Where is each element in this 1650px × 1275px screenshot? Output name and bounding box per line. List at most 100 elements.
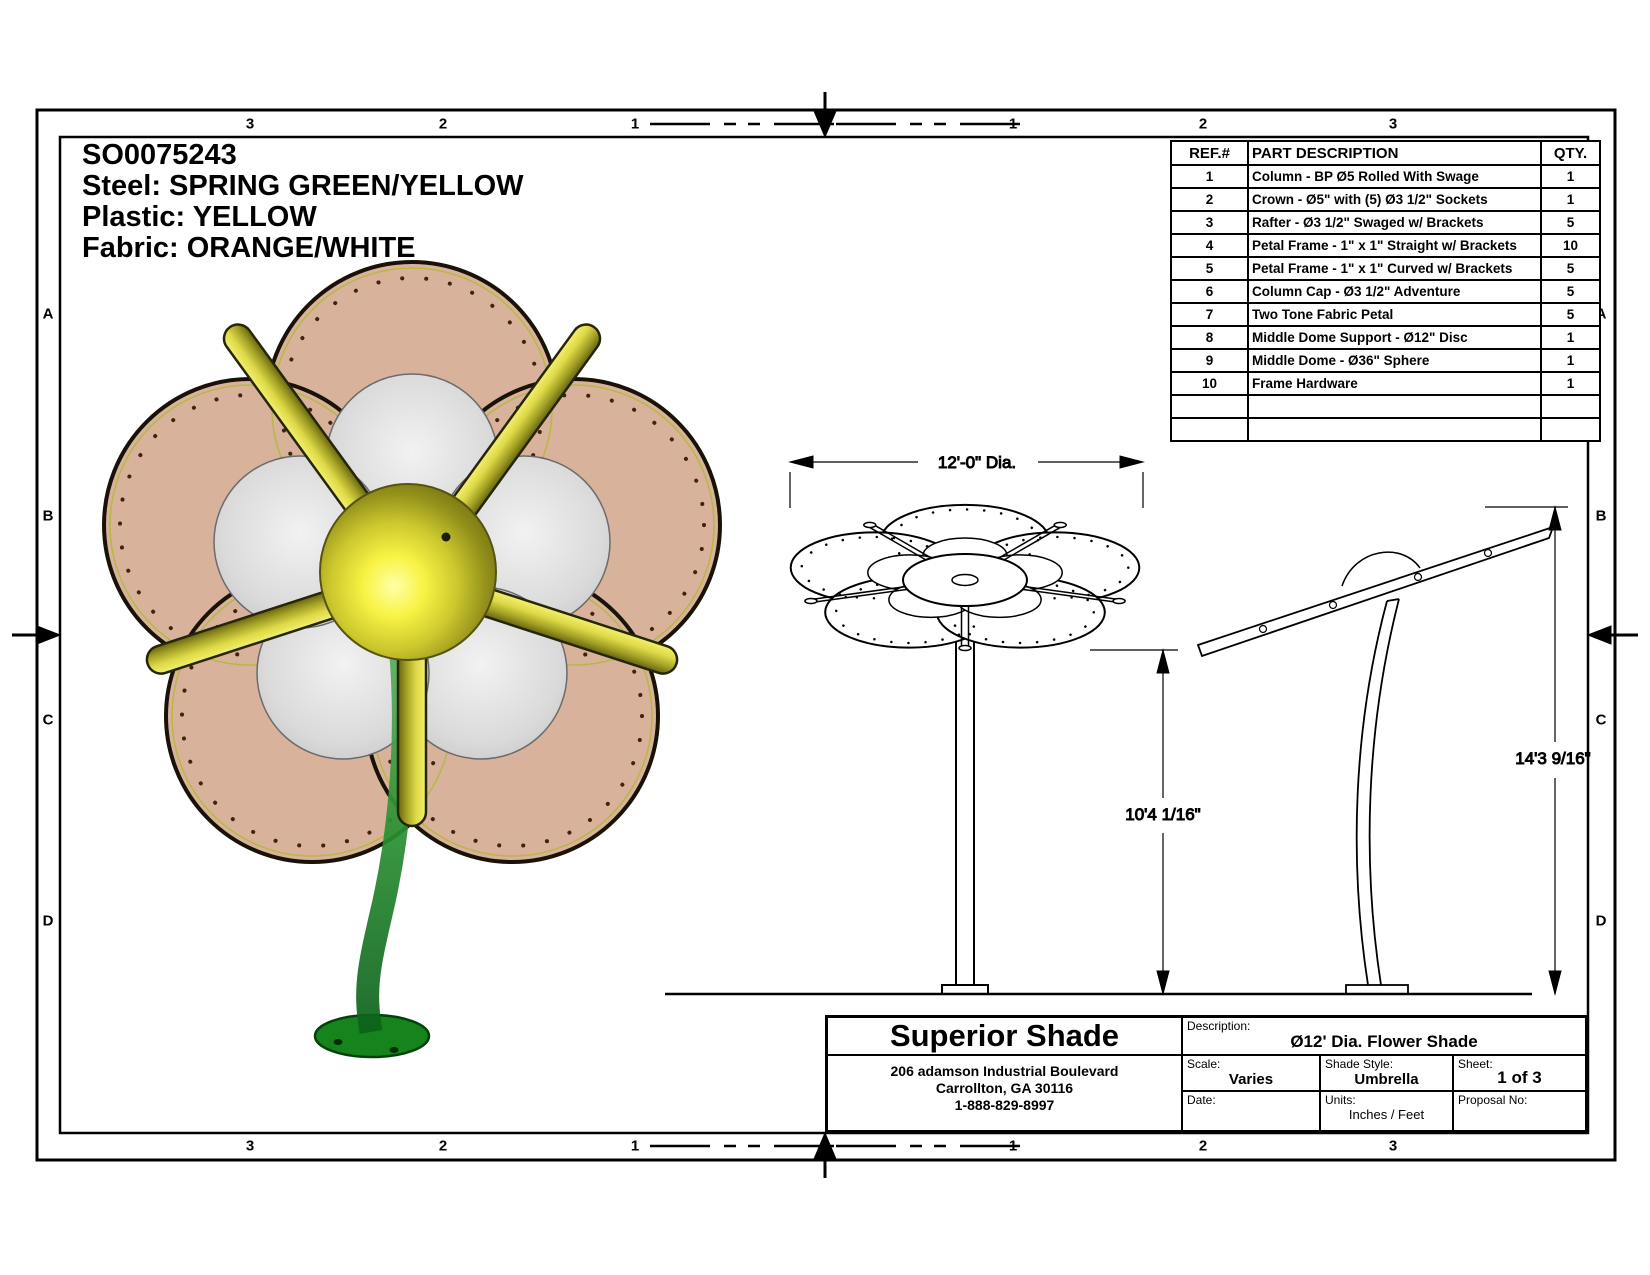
cell-ref: 9 <box>1170 348 1249 373</box>
cell-qty: 1 <box>1540 164 1601 189</box>
address-line2: Carrollton, GA 30116 <box>935 1080 1074 1096</box>
shade-style-value: Umbrella <box>1354 1071 1419 1088</box>
cell-qty: 1 <box>1540 325 1601 350</box>
parts-table-header: REF.# PART DESCRIPTION QTY. <box>1170 140 1601 166</box>
center-marks <box>12 92 1638 1178</box>
zone-row-right-d: D <box>1595 912 1607 930</box>
zone-col-bottom-1r: 1 <box>1008 1137 1018 1155</box>
description-label: Description: <box>1187 1019 1251 1033</box>
sheet-cell: Sheet: 1 of 3 <box>1453 1055 1586 1091</box>
address-line1: 206 adamson Industrial Boulevard <box>890 1063 1119 1079</box>
cell-ref: 3 <box>1170 210 1249 235</box>
zone-col-top-3l: 3 <box>245 115 255 133</box>
cell-qty <box>1540 417 1601 442</box>
cell-qty: 1 <box>1540 371 1601 396</box>
scale-cell: Scale: Varies <box>1182 1055 1320 1091</box>
cell-desc: Frame Hardware <box>1247 371 1542 396</box>
cell-desc: Petal Frame - 1" x 1" Curved w/ Brackets <box>1247 256 1542 281</box>
company-name: Superior Shade <box>827 1017 1182 1055</box>
zone-row-right-a: A <box>1595 305 1607 323</box>
description-cell: Description: Ø12' Dia. Flower Shade <box>1182 1017 1586 1055</box>
cell-desc <box>1247 394 1542 419</box>
zone-row-right-b: B <box>1595 507 1607 525</box>
cell-ref: 2 <box>1170 187 1249 212</box>
dimension-overall-height: 14'3 9/16" <box>1485 505 1591 996</box>
zone-row-right-c: C <box>1595 711 1607 729</box>
zone-col-top-1r: 1 <box>1008 115 1018 133</box>
proposal-cell: Proposal No: <box>1453 1091 1586 1131</box>
zone-row-left-d: D <box>42 912 54 930</box>
zone-col-top-2r: 2 <box>1198 115 1208 133</box>
diameter-dim-text: 12'-0" Dia. <box>938 453 1016 472</box>
table-row <box>1170 394 1601 419</box>
scale-value: Varies <box>1228 1071 1274 1088</box>
cell-qty: 5 <box>1540 256 1601 281</box>
cell-desc: Crown - Ø5" with (5) Ø3 1/2" Sockets <box>1247 187 1542 212</box>
cell-ref: 4 <box>1170 233 1249 258</box>
shade-style-label: Shade Style: <box>1325 1057 1394 1071</box>
title-block: Superior Shade 206 adamson Industrial Bo… <box>825 1015 1588 1133</box>
cell-ref: 1 <box>1170 164 1249 189</box>
proposal-label: Proposal No: <box>1458 1093 1528 1107</box>
description-value: Ø12' Dia. Flower Shade <box>1290 1032 1478 1051</box>
units-value: Inches / Feet <box>1348 1107 1425 1122</box>
header-qty: QTY. <box>1540 140 1601 166</box>
zone-col-bottom-3r: 3 <box>1388 1137 1398 1155</box>
flower-render-3d <box>102 260 722 1059</box>
cell-desc: Rafter - Ø3 1/2" Swaged w/ Brackets <box>1247 210 1542 235</box>
zone-col-bottom-3l: 3 <box>245 1137 255 1155</box>
overall-height-dim-text: 14'3 9/16" <box>1515 749 1590 768</box>
cell-qty: 5 <box>1540 279 1601 304</box>
address-line3: 1-888-829-8997 <box>954 1097 1055 1113</box>
cell-desc: Middle Dome Support - Ø12" Disc <box>1247 325 1542 350</box>
units-cell: Units: Inches / Feet <box>1320 1091 1453 1131</box>
zone-col-top-1l: 1 <box>630 115 640 133</box>
zone-col-top-3r: 3 <box>1388 115 1398 133</box>
cell-qty: 1 <box>1540 187 1601 212</box>
cell-ref: 6 <box>1170 279 1249 304</box>
cell-ref: 8 <box>1170 325 1249 350</box>
cell-qty: 10 <box>1540 233 1601 258</box>
eave-height-dim-text: 10'4 1/16" <box>1125 805 1200 824</box>
cell-ref <box>1170 394 1249 419</box>
table-row <box>1170 417 1601 442</box>
zone-col-bottom-2r: 2 <box>1198 1137 1208 1155</box>
shade-style-cell: Shade Style: Umbrella <box>1320 1055 1453 1091</box>
sheet-value: 1 of 3 <box>1497 1068 1542 1087</box>
scale-label: Scale: <box>1187 1057 1221 1071</box>
units-label: Units: <box>1325 1093 1356 1107</box>
side-view <box>1196 525 1555 995</box>
header-ref: REF.# <box>1170 140 1249 166</box>
cell-qty <box>1540 394 1601 419</box>
cell-desc <box>1247 417 1542 442</box>
spec-steel: Steel: SPRING GREEN/YELLOW <box>82 170 524 202</box>
header-desc: PART DESCRIPTION <box>1247 140 1542 166</box>
cell-desc: Two Tone Fabric Petal <box>1247 302 1542 327</box>
spec-plastic: Plastic: YELLOW <box>82 201 317 233</box>
company-address: 206 adamson Industrial Boulevard Carroll… <box>827 1055 1182 1131</box>
cell-ref: 10 <box>1170 371 1249 396</box>
zone-row-left-b: B <box>42 507 54 525</box>
zone-row-left-a: A <box>42 305 54 323</box>
cell-ref: 5 <box>1170 256 1249 281</box>
cell-qty: 5 <box>1540 302 1601 327</box>
date-label: Date: <box>1187 1093 1216 1107</box>
plan-view <box>791 505 1140 995</box>
date-cell: Date: <box>1182 1091 1320 1131</box>
spec-fabric: Fabric: ORANGE/WHITE <box>82 232 416 264</box>
dimension-diameter: 12'-0" Dia. <box>788 453 1145 508</box>
cell-desc: Column Cap - Ø3 1/2" Adventure <box>1247 279 1542 304</box>
dimension-eave-height: 10'4 1/16" <box>1090 648 1201 996</box>
zone-col-top-2l: 2 <box>438 115 448 133</box>
